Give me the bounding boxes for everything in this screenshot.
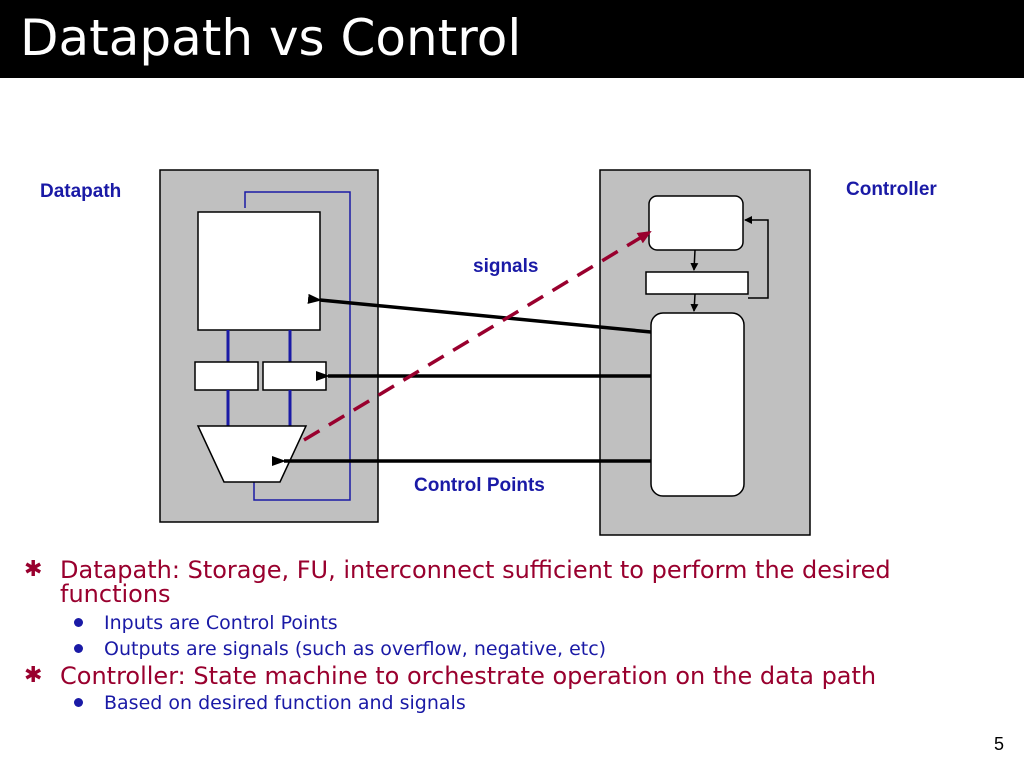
bullet-text: Controller: State machine to orchestrate… — [60, 662, 877, 690]
asterisk-bullet-icon: ✱ — [24, 663, 43, 688]
control-point-arrow-register-file — [307, 293, 652, 334]
dot-bullet-icon — [74, 698, 83, 707]
datapath-label: Datapath — [40, 181, 122, 202]
latch-to-logic-arrow — [690, 293, 699, 312]
sub-bullet-based-on: Based on desired function and signals — [74, 692, 954, 714]
datapath-feedback-wire — [244, 191, 351, 501]
bullet-datapath: ✱ Datapath: Storage, FU, interconnect su… — [24, 556, 960, 608]
control-points-label: Control Points — [414, 475, 545, 496]
controller-label: Controller — [846, 179, 937, 200]
page-number: 5 — [993, 734, 1004, 754]
latch-left — [194, 361, 259, 391]
alu-block — [196, 425, 308, 483]
asterisk-bullet-icon: ✱ — [24, 557, 43, 582]
state-feedback-arrow — [744, 216, 769, 299]
title-bar: Datapath vs Control — [0, 0, 1024, 78]
dot-bullet-icon — [74, 618, 83, 627]
sub-bullet-text: Based on desired function and signals — [104, 692, 466, 714]
control-logic-block — [650, 312, 745, 497]
sub-bullet-outputs: Outputs are signals (such as overflow, n… — [74, 638, 954, 660]
sub-bullet-text: Inputs are Control Points — [104, 612, 338, 634]
latch-right — [262, 361, 327, 391]
sub-bullet-text: Outputs are signals (such as overflow, n… — [104, 638, 607, 660]
signals-label: signals — [473, 256, 539, 277]
state-register-block — [648, 195, 744, 251]
dot-bullet-icon — [74, 644, 83, 653]
bullet-text: Datapath: Storage, FU, interconnect suff… — [60, 556, 891, 608]
state-latch-block — [645, 271, 749, 295]
sub-bullet-inputs: Inputs are Control Points — [74, 612, 954, 634]
register-file-block — [197, 211, 321, 331]
bullet-controller: ✱ Controller: State machine to orchestra… — [24, 662, 960, 690]
slide-title: Datapath vs Control — [20, 9, 522, 67]
state-to-latch-arrow — [690, 249, 699, 271]
signal-arrow — [303, 230, 652, 442]
